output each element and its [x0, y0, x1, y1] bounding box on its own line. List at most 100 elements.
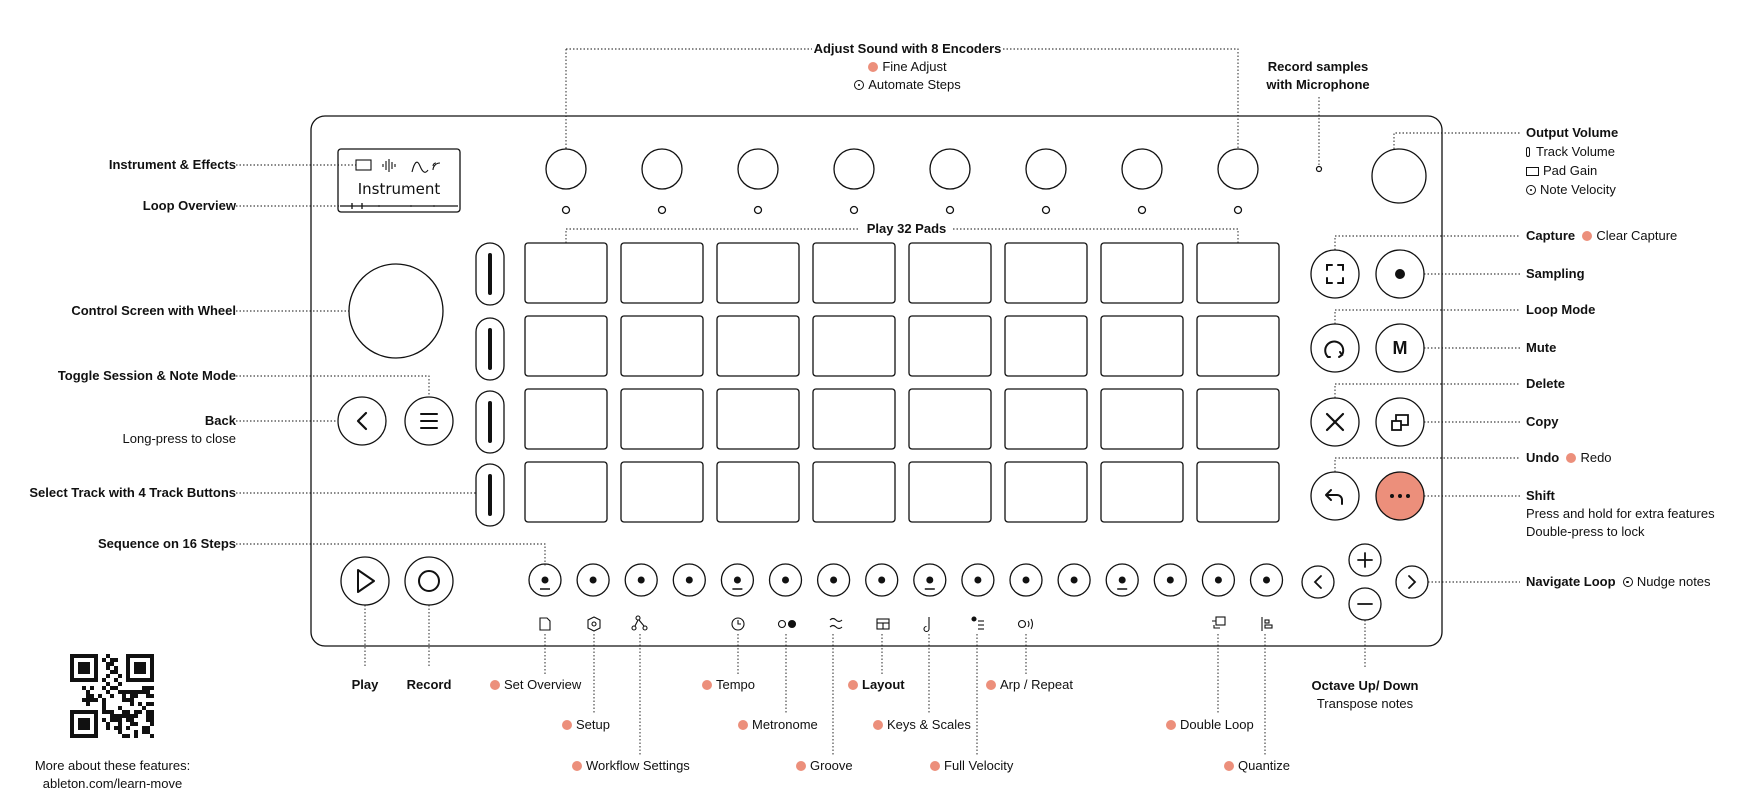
screen-mode-text: Instrument: [357, 180, 441, 198]
accent-dot-icon: [1582, 231, 1593, 241]
copy-icon: [1391, 414, 1409, 431]
pad[interactable]: [524, 461, 608, 523]
double-loop-icon: [1215, 616, 1226, 626]
pad[interactable]: [812, 242, 896, 304]
pad[interactable]: [1196, 461, 1280, 523]
step-button[interactable]: [1105, 563, 1139, 597]
accent-dot-icon: [562, 720, 572, 730]
pad[interactable]: [524, 242, 608, 304]
step-button[interactable]: [1249, 563, 1284, 597]
accent-dot-icon: [873, 720, 883, 730]
accent-dot-icon: [572, 761, 582, 771]
pad[interactable]: [812, 315, 896, 377]
loop-button: [1310, 323, 1360, 373]
pad[interactable]: [620, 461, 704, 523]
label-record: Record: [406, 677, 452, 692]
volume-knob: [1371, 148, 1427, 204]
encoder-led: [753, 205, 763, 215]
step-button[interactable]: [624, 563, 658, 597]
label-transpose: Transpose notes: [1316, 696, 1414, 711]
microphone-hole: [1315, 165, 1323, 173]
encoder-knob[interactable]: [737, 148, 779, 190]
encoder-led: [561, 205, 571, 215]
sampling-icon: [1395, 269, 1405, 279]
step-button[interactable]: [1201, 563, 1236, 597]
pad[interactable]: [1196, 315, 1280, 377]
step-button[interactable]: [672, 563, 706, 597]
pad[interactable]: [812, 388, 896, 450]
label-mute: Mute: [1526, 340, 1557, 355]
step-button[interactable]: [816, 563, 851, 597]
record-icon: [418, 570, 440, 592]
pad[interactable]: [1196, 242, 1280, 304]
pad[interactable]: [1004, 242, 1088, 304]
encoder-led: [1041, 205, 1051, 215]
encoder-knob[interactable]: [545, 148, 587, 190]
step-button[interactable]: [961, 563, 995, 597]
pad[interactable]: [908, 242, 992, 304]
step-led: [926, 576, 934, 584]
accent-dot-icon: [848, 680, 858, 690]
chevron-right-icon: [1408, 575, 1417, 589]
pad[interactable]: [620, 315, 704, 377]
keyboard-icon: [355, 159, 372, 171]
step-button[interactable]: [576, 563, 610, 597]
pad[interactable]: [1100, 388, 1184, 450]
pad[interactable]: [812, 461, 896, 523]
step-button[interactable]: [720, 563, 755, 597]
encoder-led: [1233, 205, 1243, 215]
step-led: [1070, 576, 1078, 584]
label-metronome: Metronome: [738, 716, 818, 733]
pad[interactable]: [908, 461, 992, 523]
label-delete: Delete: [1526, 376, 1566, 391]
capture-icon: [1326, 264, 1344, 284]
pad[interactable]: [620, 242, 704, 304]
label-automate-steps: Automate Steps: [812, 76, 1003, 93]
undo-icon: [1325, 489, 1343, 505]
pad[interactable]: [716, 242, 800, 304]
pad[interactable]: [1004, 315, 1088, 377]
label-octave: Octave Up/ Down: [1311, 678, 1419, 693]
pad[interactable]: [716, 315, 800, 377]
label-toggle-session: Toggle Session & Note Mode: [57, 368, 236, 383]
function-icons: [539, 615, 1273, 633]
encoder-knob[interactable]: [1217, 148, 1259, 190]
step-led: [685, 576, 693, 584]
label-note-velocity: Note Velocity: [1526, 181, 1616, 198]
pad[interactable]: [524, 388, 608, 450]
record-button: [404, 556, 454, 606]
step-led: [974, 576, 982, 584]
encoder-knob[interactable]: [1025, 148, 1067, 190]
label-select-track: Select Track with 4 Track Buttons: [29, 485, 236, 500]
pad[interactable]: [1196, 388, 1280, 450]
pad[interactable]: [1100, 242, 1184, 304]
arp-icon: [1017, 619, 1027, 629]
label-capture: Capture Clear Capture: [1526, 228, 1678, 243]
step-button[interactable]: [913, 563, 947, 597]
track-button-icon: [1526, 147, 1530, 157]
step-button[interactable]: [1009, 563, 1043, 597]
step-button[interactable]: [768, 563, 803, 597]
step-button[interactable]: [1153, 563, 1187, 597]
encoder-knob[interactable]: [641, 148, 683, 190]
pad[interactable]: [1100, 315, 1184, 377]
loop-overview-bar: [340, 203, 458, 209]
step-button[interactable]: [865, 563, 899, 597]
pad[interactable]: [716, 388, 800, 450]
pad[interactable]: [524, 315, 608, 377]
label-undo: Undo Redo: [1526, 450, 1612, 465]
pad[interactable]: [1100, 461, 1184, 523]
step-button[interactable]: [1057, 563, 1091, 597]
pad[interactable]: [620, 388, 704, 450]
pad[interactable]: [1004, 461, 1088, 523]
encoder-knob[interactable]: [1121, 148, 1163, 190]
pad[interactable]: [908, 388, 992, 450]
shift-icon: [1390, 494, 1410, 498]
encoder-knob[interactable]: [929, 148, 971, 190]
pad[interactable]: [1004, 388, 1088, 450]
pad[interactable]: [908, 315, 992, 377]
label-layout: Layout: [848, 676, 905, 693]
pad[interactable]: [716, 461, 800, 523]
encoder-knob[interactable]: [833, 148, 875, 190]
envelope-icon: [411, 161, 429, 173]
